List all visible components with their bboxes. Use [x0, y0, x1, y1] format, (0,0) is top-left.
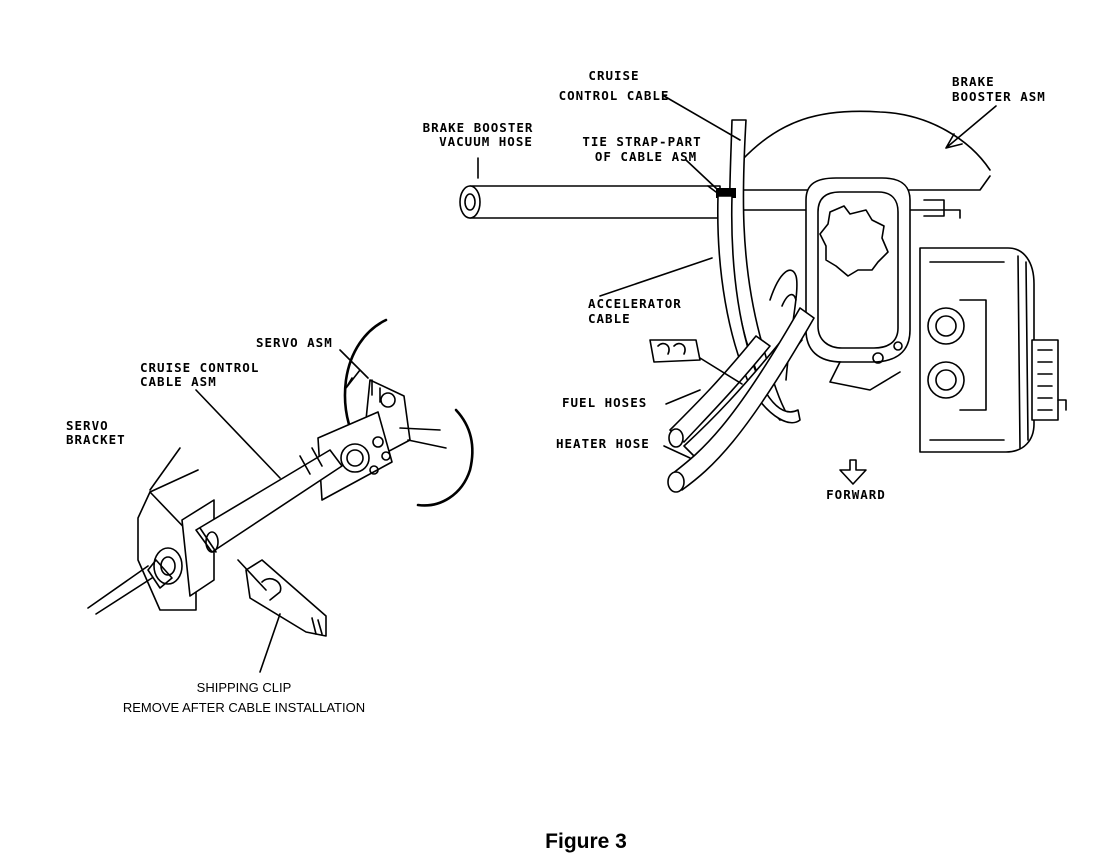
leader-lines [149, 95, 997, 673]
label-cruise-control-cable-asm-line1: CRUISE CONTROL [140, 360, 259, 375]
label-tie-strap-line1: TIE STRAP-PART [582, 134, 701, 149]
callout-labels: SERVO ASM CRUISE CONTROL CABLE ASM SERVO… [66, 68, 1046, 715]
label-cruise-control-cable-asm-line2: CABLE ASM [140, 374, 217, 389]
label-shipping-clip-line1: SHIPPING CLIP [197, 680, 292, 695]
figure-caption: Figure 3 [545, 830, 627, 853]
throttle-body-drawing [459, 110, 1067, 493]
label-accelerator-cable-line2: CABLE [588, 311, 631, 326]
servo-assembly-drawing [87, 318, 474, 637]
label-cruise-control-cable-line1: CRUISE [588, 68, 639, 83]
label-heater-hose: HEATER HOSE [556, 436, 650, 451]
label-shipping-clip-line2: REMOVE AFTER CABLE INSTALLATION [123, 700, 365, 715]
label-accelerator-cable-line1: ACCELERATOR [588, 296, 682, 311]
label-servo-bracket-line2: BRACKET [66, 432, 126, 447]
label-brake-booster-vacuum-hose-line1: BRAKE BOOSTER [423, 120, 534, 135]
label-brake-booster-vacuum-hose-line2: VACUUM HOSE [439, 134, 533, 149]
label-cruise-control-cable-line2: CONTROL CABLE [559, 88, 670, 103]
label-servo-bracket-line1: SERVO [66, 418, 109, 433]
label-brake-booster-asm-line2: BOOSTER ASM [952, 89, 1046, 104]
label-tie-strap-line2: OF CABLE ASM [595, 149, 697, 164]
label-forward: FORWARD [826, 487, 886, 502]
label-brake-booster-asm-line1: BRAKE [952, 74, 995, 89]
label-fuel-hoses: FUEL HOSES [562, 395, 647, 410]
label-servo-asm: SERVO ASM [256, 335, 333, 350]
